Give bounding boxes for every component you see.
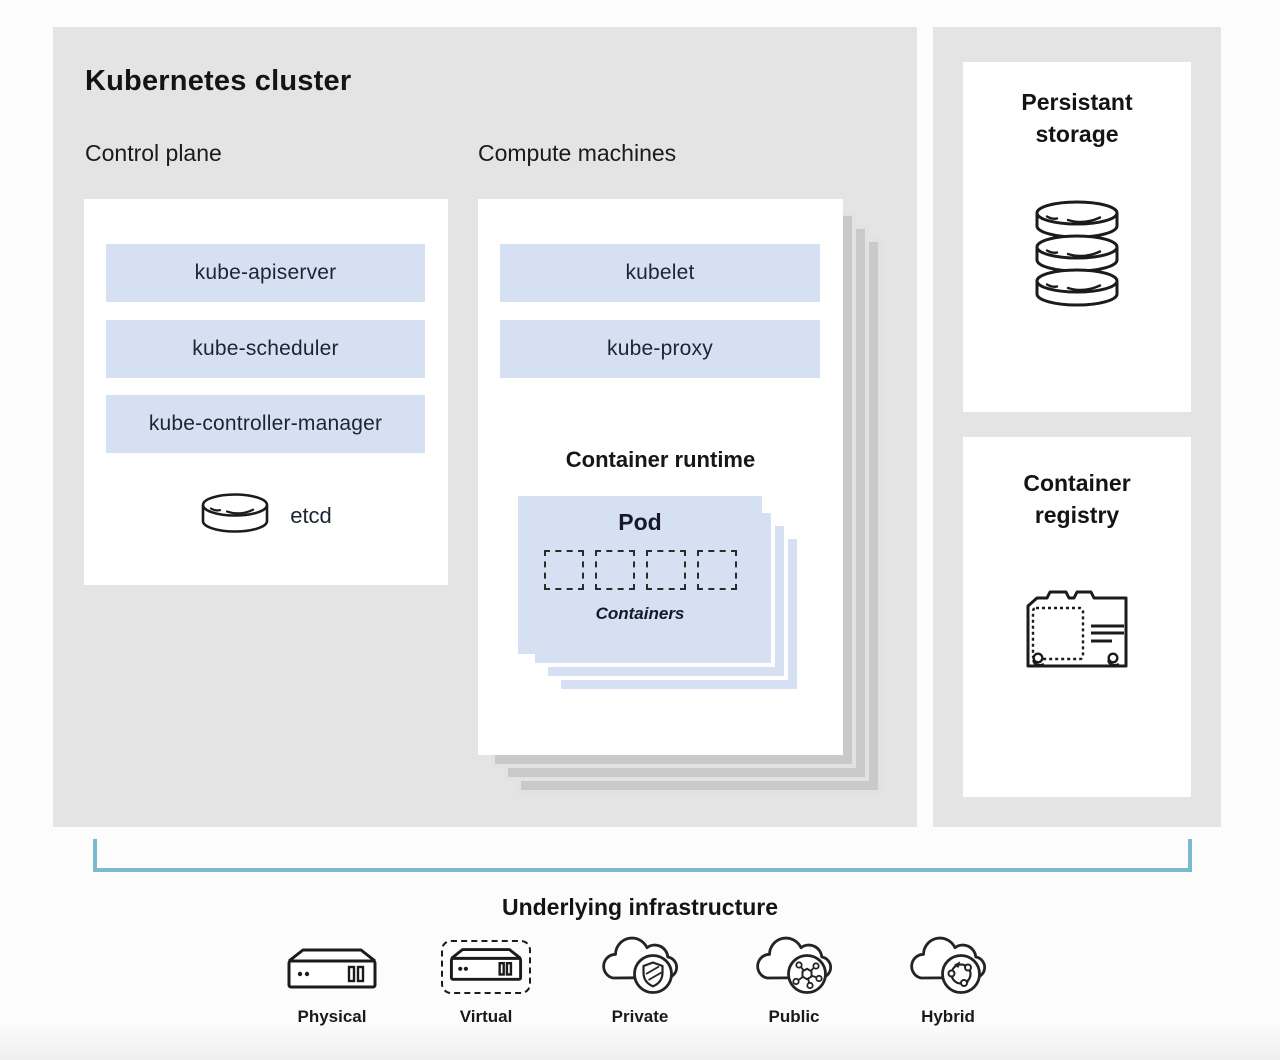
physical-server-icon [286, 936, 378, 996]
persistent-storage-card: Persistant storage [963, 62, 1191, 412]
infra-item-hybrid: Hybrid [889, 936, 1007, 1027]
infra-item-label: Public [768, 1007, 820, 1026]
infrastructure-bracket [93, 839, 1192, 872]
pod-card: Pod Containers [518, 496, 762, 654]
infra-item-public: Public [735, 936, 853, 1027]
compute-machines-heading: Compute machines [478, 140, 677, 166]
container-runtime-heading: Container runtime [565, 447, 756, 472]
infrastructure-heading: Underlying infrastructure [501, 894, 779, 920]
etcd-disk-icon [200, 491, 270, 540]
control-plane-heading: Control plane [85, 140, 222, 166]
public-cloud-icon [750, 936, 838, 996]
compute-component: kubelet [500, 244, 820, 302]
registry-card-file-icon [963, 589, 1191, 679]
infra-item-private: Private [581, 936, 699, 1027]
control-plane-component: kube-controller-manager [106, 395, 425, 453]
network-icon [792, 961, 823, 990]
control-plane-card: kube-apiserver kube-scheduler kube-contr… [84, 199, 448, 585]
pod-title: Pod [618, 509, 662, 535]
container-row [518, 550, 762, 590]
container-slot [696, 550, 737, 590]
compute-component: kube-proxy [500, 320, 820, 378]
container-slot [645, 550, 686, 590]
hybrid-cloud-icon [904, 936, 992, 996]
etcd-label: etcd [290, 502, 332, 528]
infra-item-virtual: Virtual [427, 936, 545, 1027]
persistent-storage-title: Persistant storage [1021, 89, 1133, 148]
container-slot [594, 550, 635, 590]
cycle-icon [947, 961, 972, 987]
container-registry-title: Container registry [1023, 470, 1131, 529]
private-cloud-icon [596, 936, 684, 996]
containers-label: Containers [595, 604, 685, 623]
infra-item-label: Virtual [459, 1007, 513, 1026]
control-plane-component: kube-scheduler [106, 320, 425, 378]
infra-item-label: Physical [297, 1007, 367, 1026]
cluster-title: Kubernetes cluster [85, 65, 352, 97]
infra-item-label: Private [611, 1007, 669, 1026]
virtual-server-icon [441, 936, 531, 996]
etcd-row: etcd [84, 491, 448, 540]
control-plane-component: kube-apiserver [106, 244, 425, 302]
infra-item-label: Hybrid [921, 1007, 975, 1026]
container-slot [543, 550, 584, 590]
container-registry-card: Container registry [963, 437, 1191, 797]
infra-item-physical: Physical [273, 936, 391, 1027]
shield-icon [642, 961, 664, 988]
database-icon [963, 198, 1191, 308]
infrastructure-options-row: Physical Virtual [0, 936, 1280, 1027]
